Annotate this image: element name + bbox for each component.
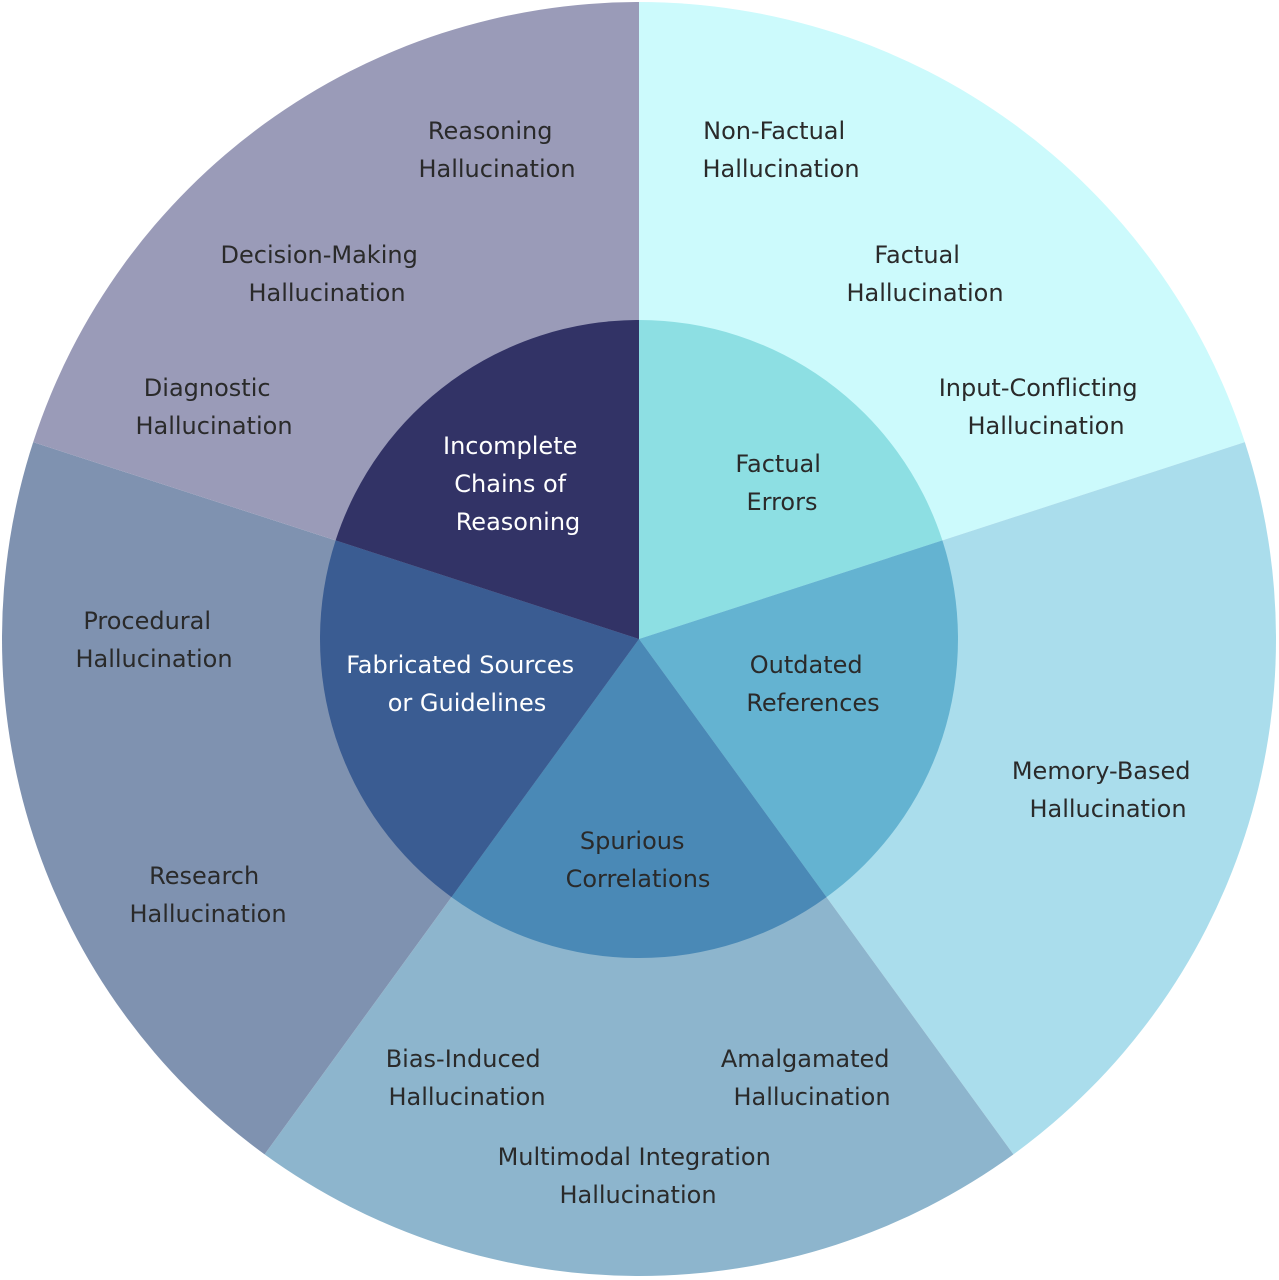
inner-wedge: [639, 320, 943, 639]
inner-wedge: [319, 540, 639, 898]
inner-wedge: [639, 540, 959, 898]
inner-label-outdated-references: Outdated References: [746, 651, 879, 717]
inner-label-spurious-correlations: Spurious Correlations: [566, 827, 711, 893]
inner-wedge: [451, 639, 827, 959]
inner-label-factual-errors: Factual Errors: [735, 450, 828, 516]
outer-label-input-conflicting: Input-Conflicting Hallucination: [939, 374, 1146, 440]
outer-label-multimodal-integration: Multimodal Integration Hallucination: [498, 1143, 779, 1209]
inner-wedge: [335, 320, 639, 639]
outer-label-research: Research Hallucination: [129, 862, 286, 928]
labels: Factual Errors Outdated References Spuri…: [75, 117, 1198, 1209]
outer-label-reasoning: Reasoning Hallucination: [418, 117, 575, 183]
outer-label-bias-induced: Bias-Induced Hallucination: [386, 1045, 549, 1111]
outer-label-factual: Factual Hallucination: [846, 241, 1003, 307]
inner-ring: [319, 320, 959, 959]
outer-label-diagnostic: Diagnostic Hallucination: [135, 374, 292, 440]
outer-label-procedural: Procedural Hallucination: [75, 607, 232, 673]
inner-label-fabricated-sources: Fabricated Sources or Guidelines: [346, 651, 582, 717]
outer-label-amalgamated: Amalgamated Hallucination: [721, 1045, 897, 1111]
inner-label-incomplete-chains: Incomplete Chains of Reasoning: [443, 432, 585, 536]
outer-label-memory-based: Memory-Based Hallucination: [1012, 757, 1198, 823]
outer-label-decision-making: Decision-Making Hallucination: [221, 241, 426, 307]
outer-label-non-factual: Non-Factual Hallucination: [702, 117, 859, 183]
